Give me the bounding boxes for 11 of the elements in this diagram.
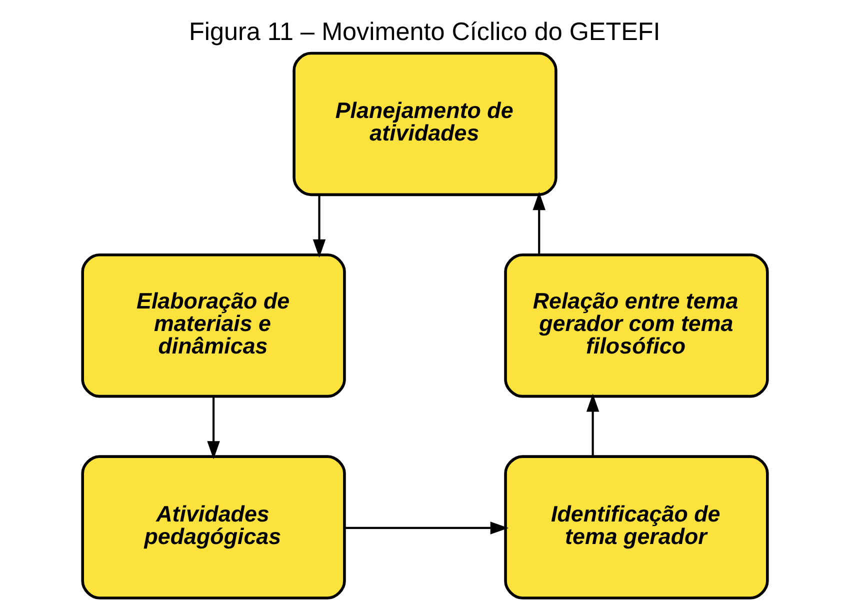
arrow <box>207 396 220 460</box>
arrow <box>586 394 600 456</box>
node-box: Identificação de tema gerador <box>504 455 769 600</box>
arrow <box>312 195 326 258</box>
arrow <box>345 522 509 534</box>
node-box: Elaboração de materiais e dinâmicas <box>81 253 346 398</box>
arrow <box>532 192 546 254</box>
diagram-title: Figura 11 – Movimento Cíclico do GETEFI <box>189 18 660 46</box>
node-box: Atividades pedagógicas <box>81 455 346 600</box>
node-box: Planejamento de atividades <box>292 52 558 196</box>
node-box: Relação entre tema gerador com tema filosófico <box>504 253 769 398</box>
